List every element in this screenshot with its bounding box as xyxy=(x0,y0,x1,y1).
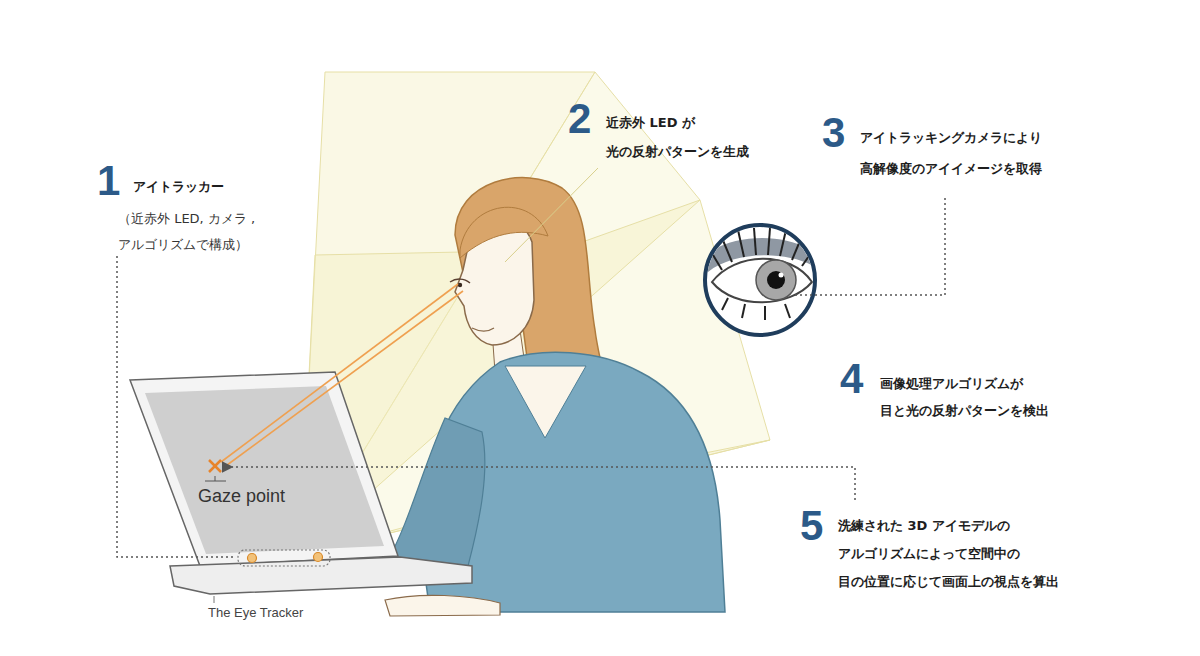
callout-text: 画像処理アルゴリズムが 目と光の反射パターンを検出 xyxy=(880,370,1085,424)
callout-text: アイトラッキングカメラにより 高解像度のアイイメージを取得 xyxy=(860,122,1092,184)
callout-number: 4 xyxy=(840,358,863,400)
callout-number: 1 xyxy=(97,160,120,202)
callout-note: （近赤外 LED, カメラ , アルゴリズムで構成） xyxy=(118,206,286,258)
gaze-beams xyxy=(205,284,463,481)
callout-text: 近赤外 LED が 光の反射パターンを生成 xyxy=(606,108,778,166)
callout-number: 5 xyxy=(800,505,823,547)
callout-number: 2 xyxy=(568,98,591,140)
eye-closeup xyxy=(705,225,820,335)
part-name: The Eye Tracker xyxy=(208,605,303,620)
laptop xyxy=(130,372,472,594)
gaze-point-label: Gaze point xyxy=(198,486,285,507)
callout-title: アイトラッカー xyxy=(133,178,224,196)
callout-number: 3 xyxy=(822,112,845,154)
callout-text: 洗練された 3D アイモデルの アルゴリズムによって空間中の 目の位置に応じて画… xyxy=(838,512,1106,596)
leader-lines xyxy=(117,168,945,603)
